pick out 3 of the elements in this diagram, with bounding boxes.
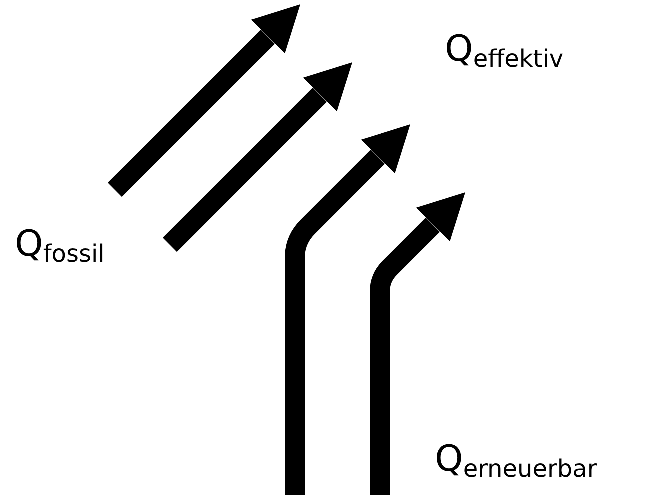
flow-label: Q$_{effektiv}$ [445, 30, 564, 75]
flow-label: Q$_{fossil}$ [15, 225, 105, 270]
flow-label: Q$_{erneuerbar}$ [435, 440, 598, 485]
